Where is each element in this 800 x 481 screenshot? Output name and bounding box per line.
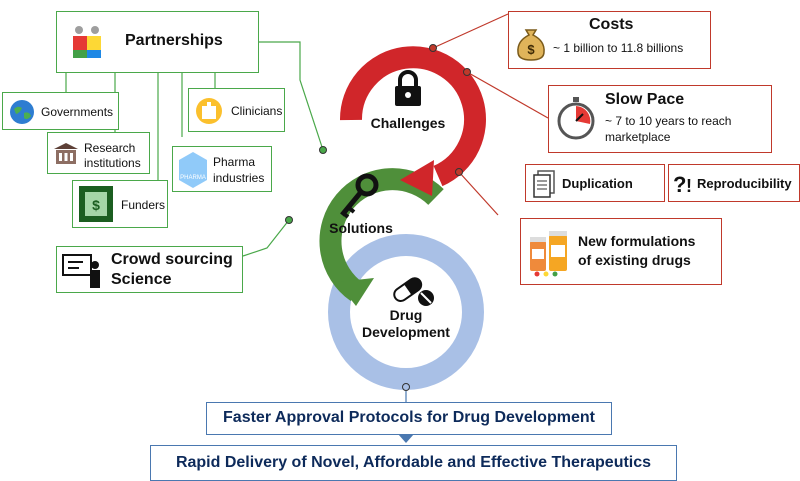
crowd-label-line2: Science <box>111 271 172 288</box>
svg-text:$: $ <box>527 42 535 57</box>
slow-pace-box: Slow Pace ~ 7 to 10 years to reach marke… <box>548 85 772 153</box>
costs-title: Costs <box>589 16 634 33</box>
partnership-connectors <box>65 41 324 257</box>
drug-development-ring <box>328 234 484 390</box>
pill-capsule-icon <box>393 277 434 306</box>
new-formulations-box: New formulations of existing drugs <box>520 218 722 285</box>
chevron-down-icon <box>398 434 414 443</box>
partnerships-box: Partnerships <box>56 11 259 73</box>
solutions-label: Solutions <box>329 220 393 236</box>
money-bag-icon: $ <box>517 29 545 61</box>
presenter-icon <box>62 254 100 288</box>
challenges-ring <box>339 46 486 187</box>
solutions-arrowhead <box>337 278 374 306</box>
drug-development-line1: Drug <box>389 307 423 323</box>
key-icon <box>340 173 379 219</box>
svg-text:!: ! <box>686 176 692 196</box>
connector-dots <box>285 44 471 391</box>
new-formulations-line2: of existing drugs <box>578 252 691 268</box>
stopwatch-icon <box>557 97 595 140</box>
research-label-line1: Research <box>84 141 136 155</box>
duplication-box: Duplication <box>525 164 665 202</box>
building-icon <box>54 143 78 164</box>
svg-text:$: $ <box>92 197 100 213</box>
challenges-label: Challenges <box>370 115 446 131</box>
governments-box: Governments <box>2 92 119 130</box>
crowd-label-line1: Crowd sourcing <box>111 251 233 268</box>
crowd-sourcing-box: Crowd sourcing Science <box>56 246 243 293</box>
duplication-label: Duplication <box>562 176 633 191</box>
clinicians-box: Clinicians <box>188 88 285 132</box>
funders-label: Funders <box>121 198 166 212</box>
partnerships-title: Partnerships <box>125 32 223 49</box>
slow-pace-detail-line1: ~ 7 to 10 years to reach <box>605 114 732 128</box>
faster-approval-box: Faster Approval Protocols for Drug Devel… <box>206 402 612 435</box>
costs-detail: ~ 1 billion to 11.8 billions <box>553 41 684 55</box>
reproducibility-box: ? ! Reproducibility <box>668 164 800 202</box>
money-icon: $ <box>79 186 113 222</box>
drug-development-line2: Development <box>362 324 450 340</box>
globe-icon <box>10 100 34 124</box>
lock-icon <box>395 70 421 106</box>
drug-development-label: Drug Development <box>360 307 452 341</box>
slow-pace-detail-line2: marketplace <box>605 130 671 144</box>
governments-label: Governments <box>41 105 114 119</box>
svg-text:PHARMA: PHARMA <box>180 175 206 181</box>
pharma-label-line1: Pharma <box>213 155 256 169</box>
svg-text:?: ? <box>673 172 686 197</box>
clinicians-label: Clinicians <box>231 104 283 118</box>
rapid-delivery-box: Rapid Delivery of Novel, Affordable and … <box>150 445 677 481</box>
question-exclamation-icon: ? ! <box>673 172 692 197</box>
funders-box: $ Funders <box>72 180 168 228</box>
reproducibility-label: Reproducibility <box>697 176 792 191</box>
puzzle-people-icon <box>73 26 101 58</box>
new-formulations-line1: New formulations <box>578 233 696 249</box>
costs-box: $ Costs ~ 1 billion to 11.8 billions <box>508 11 711 69</box>
pharma-label-line2: industries <box>213 171 265 185</box>
challenge-connectors <box>432 13 549 216</box>
document-copy-icon <box>533 170 555 198</box>
challenges-arrowhead <box>400 160 434 196</box>
pharma-box: PHARMA Pharma industries <box>172 146 272 192</box>
hospital-icon <box>196 98 222 124</box>
research-label-line2: institutions <box>84 156 141 170</box>
pill-bottles-icon <box>530 231 567 277</box>
pharma-icon: PHARMA <box>179 152 207 188</box>
research-box: Research institutions <box>47 132 150 174</box>
slow-pace-title: Slow Pace <box>605 91 685 108</box>
